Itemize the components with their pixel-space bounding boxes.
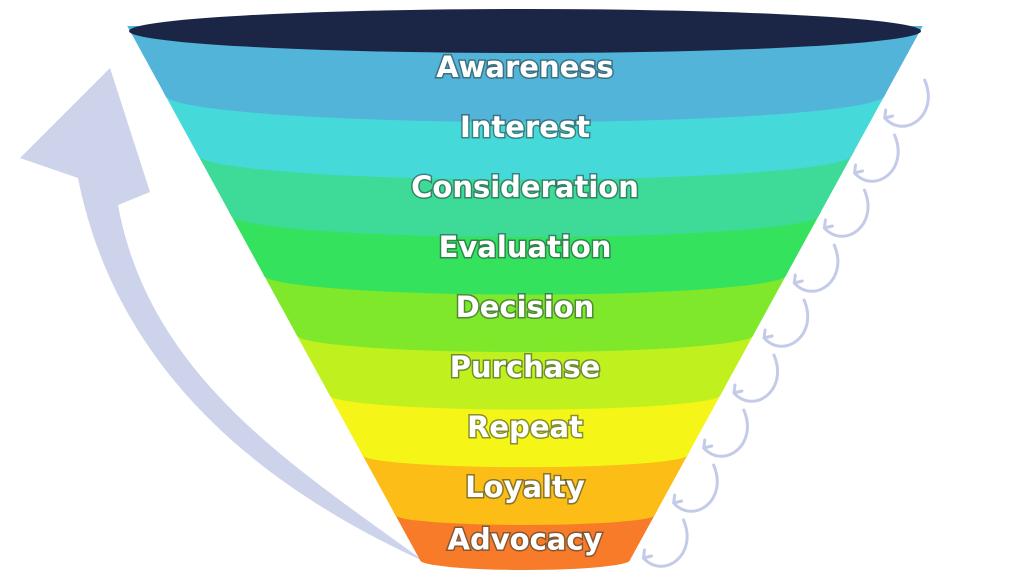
stage-label: Decision	[456, 290, 595, 324]
stage-labels: AwarenessInterestConsiderationEvaluation…	[410, 49, 641, 559]
stage-label: Awareness	[436, 50, 614, 84]
funnel-stage-purchase	[293, 330, 757, 410]
loop-arrow-icon	[792, 243, 840, 293]
loop-arrow-icon	[822, 188, 870, 238]
loop-arrow-icon	[641, 518, 689, 568]
loop-arrow-icon	[732, 353, 780, 403]
stage-label: Repeat	[467, 410, 583, 444]
loop-arrow-icon	[883, 78, 930, 128]
loop-arrow-icon	[762, 298, 810, 348]
stage-label: Interest	[460, 110, 590, 144]
stage-label: Purchase	[450, 350, 601, 384]
funnel-top-opening	[129, 9, 921, 53]
loop-arrow-icon	[672, 463, 719, 513]
loop-arrow-icon	[702, 408, 749, 458]
loop-arrow-icon	[853, 133, 900, 183]
stage-label: Consideration	[411, 170, 639, 204]
stage-label: Loyalty	[465, 470, 585, 504]
stage-label: Advocacy	[448, 523, 603, 557]
big-curved-arrow	[20, 68, 425, 562]
funnel-stage-repeat	[326, 390, 724, 468]
funnel-stage-advocacy	[392, 510, 658, 570]
stage-label: Evaluation	[439, 230, 612, 264]
feedback-loop-arrows	[641, 78, 930, 568]
funnel-stage-loyalty	[359, 450, 691, 525]
